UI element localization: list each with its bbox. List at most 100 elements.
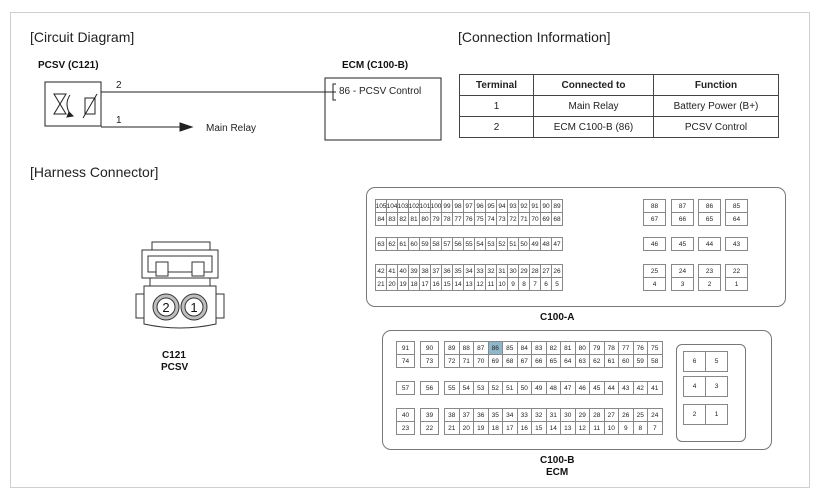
connector-pin: 20 xyxy=(459,422,474,435)
connector-pin: 61 xyxy=(604,355,619,368)
connector-pin: 85 xyxy=(726,200,748,213)
connector-pin: 91 xyxy=(530,200,541,213)
connector-pin: 68 xyxy=(503,355,518,368)
connector-pin: 25 xyxy=(633,409,648,422)
connector-pin: 50 xyxy=(517,382,532,395)
connector-pin: 78 xyxy=(442,213,453,226)
connector-pin: 20 xyxy=(387,278,398,291)
connector-pin: 89 xyxy=(445,342,460,355)
connector-pin: 71 xyxy=(519,213,530,226)
connector-pin: 60 xyxy=(619,355,634,368)
connector-pin: 72 xyxy=(445,355,460,368)
connector-pin: 69 xyxy=(541,213,552,226)
connector-pin: 3 xyxy=(672,278,694,291)
connector-pin: 41 xyxy=(387,265,398,278)
pin-grid: 57 xyxy=(396,381,415,395)
ecm-box xyxy=(324,77,442,141)
connector-pin: 77 xyxy=(619,342,634,355)
connector-pin: 89 xyxy=(552,200,563,213)
connector-pin: 105 xyxy=(376,200,387,213)
pcsv-label: PCSV (C121) xyxy=(38,60,99,71)
connector-pin: 11 xyxy=(590,422,605,435)
connector-pin: 52 xyxy=(497,238,508,251)
connector-pin: 36 xyxy=(474,409,489,422)
connector-pin: 72 xyxy=(508,213,519,226)
connector-pin: 40 xyxy=(397,409,415,422)
connector-pin: 5 xyxy=(706,352,728,372)
connector-pin: 63 xyxy=(376,238,387,251)
connector-pin: 68 xyxy=(552,213,563,226)
connector-pin: 22 xyxy=(421,422,439,435)
connector-pin: 53 xyxy=(474,382,489,395)
connector-pin: 47 xyxy=(552,238,563,251)
connector-pin: 17 xyxy=(503,422,518,435)
connector-pin: 59 xyxy=(420,238,431,251)
connector-pin: 57 xyxy=(397,382,415,395)
connector-pin: 81 xyxy=(561,342,576,355)
connector-pin: 16 xyxy=(517,422,532,435)
connector-pin: 99 xyxy=(442,200,453,213)
connector-pin: 75 xyxy=(475,213,486,226)
pcsv-caption: PCSV xyxy=(161,362,189,373)
diagram-frame xyxy=(10,12,810,488)
connector-pin: 56 xyxy=(453,238,464,251)
connector-pin: 14 xyxy=(453,278,464,291)
connector-pin: 104 xyxy=(387,200,398,213)
connector-pin: 57 xyxy=(442,238,453,251)
connector-pin: 32 xyxy=(532,409,547,422)
pcsv-connector-drawing: 2 1 xyxy=(135,241,225,329)
connector-pin: 41 xyxy=(648,382,663,395)
connector-pin: 33 xyxy=(517,409,532,422)
connector-pin: 65 xyxy=(546,355,561,368)
connector-pin: 83 xyxy=(532,342,547,355)
connector-pin: 94 xyxy=(497,200,508,213)
connector-pin: 46 xyxy=(575,382,590,395)
connector-pin: 43 xyxy=(726,238,748,251)
connector-pin: 10 xyxy=(604,422,619,435)
connector-pin: 62 xyxy=(590,355,605,368)
connector-pin: 84 xyxy=(517,342,532,355)
connector-pin: 96 xyxy=(475,200,486,213)
connector-pin: 30 xyxy=(561,409,576,422)
connector-pin: 73 xyxy=(497,213,508,226)
connector-pin: 103 xyxy=(398,200,409,213)
terminal-cell: 1 xyxy=(459,95,534,117)
connector-pin: 54 xyxy=(459,382,474,395)
connector-pin: 8 xyxy=(519,278,530,291)
connector-pin: 9 xyxy=(619,422,634,435)
connection-table: Terminal Connected to Function 1 Main Re… xyxy=(459,74,779,138)
connector-pin: 31 xyxy=(546,409,561,422)
connector-pin: 27 xyxy=(541,265,552,278)
connector-pin: 37 xyxy=(431,265,442,278)
connector-pin: 6 xyxy=(684,352,706,372)
connector-pin: 35 xyxy=(488,409,503,422)
connector-pin: 91 xyxy=(397,342,415,355)
connector-pin: 47 xyxy=(561,382,576,395)
connector-pin: 79 xyxy=(431,213,442,226)
connector-pin: 98 xyxy=(453,200,464,213)
connector-pin: 70 xyxy=(530,213,541,226)
connector-pin: 45 xyxy=(590,382,605,395)
connector-pin: 26 xyxy=(619,409,634,422)
connector-pin: 60 xyxy=(409,238,420,251)
connector-pin: 86 xyxy=(488,342,503,355)
connector-pin: 19 xyxy=(474,422,489,435)
terminal-cell: 2 xyxy=(459,116,534,138)
connector-pin: 18 xyxy=(409,278,420,291)
connector-pin: 66 xyxy=(532,355,547,368)
connector-pin: 67 xyxy=(644,213,666,226)
connector-pin: 29 xyxy=(519,265,530,278)
connector-pin: 4 xyxy=(684,377,706,397)
connector-pin: 55 xyxy=(445,382,460,395)
connector-pin: 51 xyxy=(503,382,518,395)
pcsv-symbol xyxy=(44,81,336,132)
